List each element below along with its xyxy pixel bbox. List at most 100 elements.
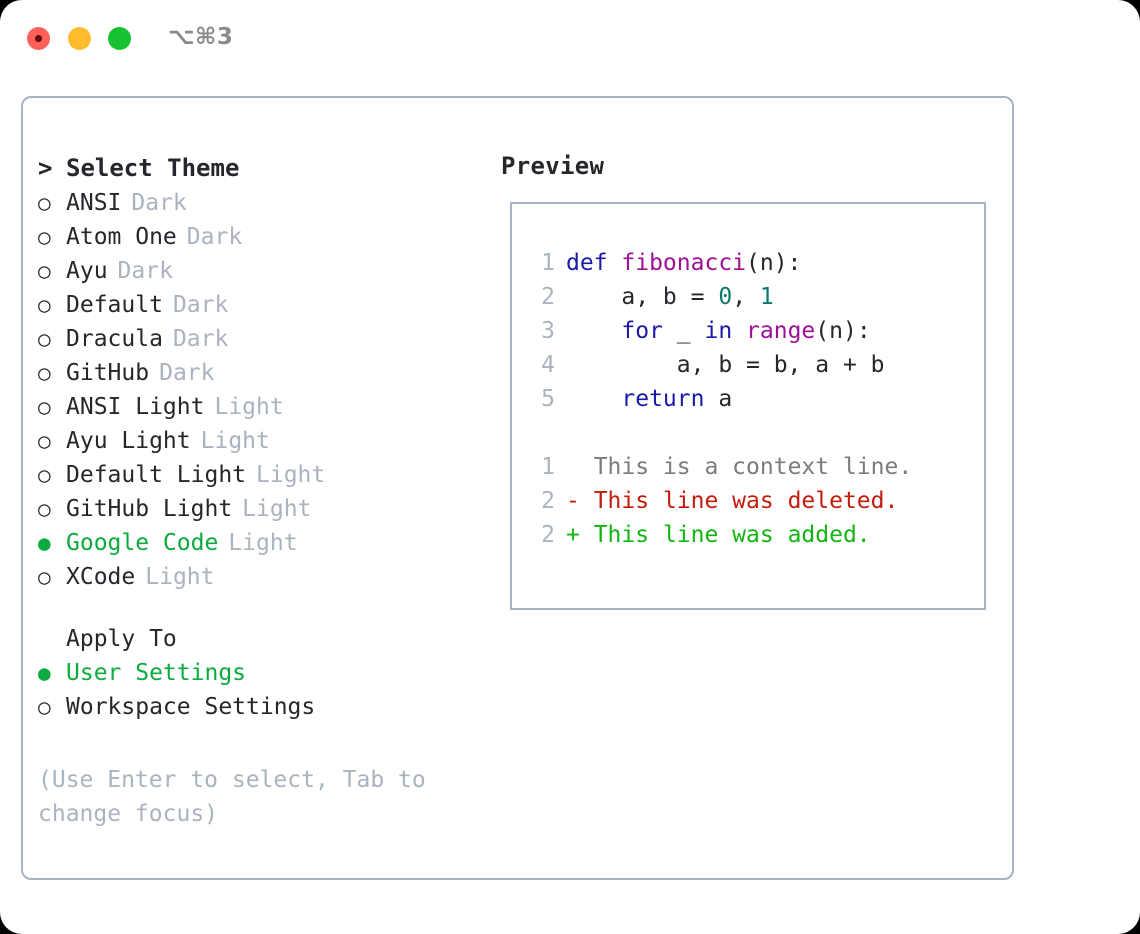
code-token — [732, 314, 746, 348]
code-token: def — [566, 250, 622, 276]
theme-variant-label: Light — [242, 496, 312, 522]
diff-text: This is a context line. — [593, 454, 913, 480]
theme-variant-label: Light — [214, 394, 284, 420]
theme-variant-label: Light — [200, 428, 270, 454]
code-line: 4 a, b = b, a + b — [527, 348, 912, 382]
maximize-window-button[interactable] — [108, 27, 131, 50]
radio-unselected-icon[interactable]: ○ — [38, 361, 51, 385]
code-token: a, b = — [566, 284, 719, 310]
title-bar: ⌥⌘3 — [0, 0, 1140, 78]
theme-name-label: Ayu — [66, 258, 108, 284]
radio-selected-icon[interactable]: ● — [38, 661, 51, 685]
theme-name-label: GitHub — [66, 360, 150, 386]
code-token: (n): — [815, 318, 871, 344]
code-token — [566, 314, 621, 348]
radio-unselected-icon[interactable]: ○ — [38, 395, 51, 419]
theme-variant-label: Dark — [172, 292, 229, 318]
code-token: 1 — [759, 284, 774, 310]
theme-list-item[interactable]: ○ Ayu Dark — [38, 254, 488, 288]
theme-variant-label: Dark — [172, 326, 229, 352]
code-token: return — [621, 386, 705, 412]
radio-unselected-icon[interactable]: ○ — [38, 259, 51, 283]
radio-unselected-icon[interactable]: ○ — [38, 565, 51, 589]
theme-name-label: Default — [66, 292, 163, 318]
apply-to-option-label: User Settings — [66, 660, 247, 686]
theme-name-label: Atom One — [66, 224, 177, 250]
line-number: 3 — [541, 318, 555, 344]
code-token: for — [621, 318, 663, 344]
theme-list-item[interactable]: ○ Ayu Light Light — [38, 424, 488, 458]
radio-selected-icon[interactable]: ● — [38, 531, 51, 555]
code-blank-line — [527, 416, 912, 450]
radio-unselected-icon[interactable]: ○ — [38, 695, 51, 719]
code-token — [566, 382, 621, 416]
theme-name-label: ANSI — [66, 190, 122, 216]
theme-list-item[interactable]: ○ GitHub Light Light — [38, 492, 488, 526]
theme-variant-label: Light — [145, 564, 215, 590]
code-token: a — [704, 386, 733, 412]
theme-name-label: XCode — [66, 564, 136, 590]
theme-name-label: Google Code — [66, 530, 219, 556]
diff-text: This line was deleted. — [593, 488, 899, 514]
line-number: 2 — [541, 522, 555, 548]
theme-variant-label: Dark — [159, 360, 215, 386]
theme-variant-label: Dark — [131, 190, 187, 216]
line-number: 2 — [541, 284, 555, 310]
apply-to-heading-label: Apply To — [66, 626, 177, 652]
diff-line: 2+ This line was added. — [527, 518, 912, 552]
apply-to-marker-placeholder — [38, 622, 66, 656]
theme-variant-label: Dark — [117, 258, 173, 284]
theme-list-item[interactable]: ○ XCode Light — [38, 560, 488, 594]
code-token: a, b = b, a + b — [566, 352, 885, 378]
theme-list-item[interactable]: ○ Default Dark — [38, 288, 488, 322]
line-number: 1 — [541, 250, 555, 276]
close-window-button[interactable] — [27, 27, 50, 50]
radio-unselected-icon[interactable]: ○ — [38, 293, 51, 317]
code-token: , — [732, 284, 760, 310]
diff-marker: + — [566, 522, 594, 548]
window-shortcut-label: ⌥⌘3 — [168, 24, 234, 50]
theme-list-item[interactable]: ○ Atom One Dark — [38, 220, 488, 254]
radio-unselected-icon[interactable]: ○ — [38, 225, 51, 249]
radio-unselected-icon[interactable]: ○ — [38, 463, 51, 487]
code-token: _ — [662, 318, 705, 344]
diff-marker: - — [566, 488, 594, 514]
code-token: 0 — [718, 284, 733, 310]
select-theme-heading: > Select Theme — [38, 150, 488, 186]
apply-to-option[interactable]: ○ Workspace Settings — [38, 690, 488, 724]
radio-unselected-icon[interactable]: ○ — [38, 497, 51, 521]
theme-list-item[interactable]: ○ ANSI Light Light — [38, 390, 488, 424]
code-token: in — [704, 318, 733, 344]
radio-unselected-icon[interactable]: ○ — [38, 327, 51, 351]
apply-to-heading: Apply To — [38, 622, 488, 656]
diff-line: 2- This line was deleted. — [527, 484, 912, 518]
code-line: 5 return a — [527, 382, 912, 416]
code-line: 2 a, b = 0, 1 — [527, 280, 912, 314]
diff-line: 1 This is a context line. — [527, 450, 912, 484]
theme-name-label: Ayu Light — [66, 428, 191, 454]
theme-list-item[interactable]: ○ GitHub Dark — [38, 356, 488, 390]
line-number: 5 — [541, 386, 555, 412]
radio-unselected-icon[interactable]: ○ — [38, 191, 51, 215]
apply-to-option[interactable]: ● User Settings — [38, 656, 488, 690]
minimize-window-button[interactable] — [68, 27, 91, 50]
section-spacer — [38, 594, 488, 622]
apply-to-option-label: Workspace Settings — [66, 694, 316, 720]
prompt-caret-icon: > — [38, 154, 53, 182]
apply-to-option-list: ● User Settings ○ Workspace Settings — [38, 656, 488, 724]
theme-list-item[interactable]: ○ ANSI Dark — [38, 186, 488, 220]
line-number: 4 — [541, 352, 555, 378]
theme-name-label: ANSI Light — [66, 394, 205, 420]
theme-variant-label: Dark — [186, 224, 243, 250]
theme-name-label: GitHub Light — [66, 496, 233, 522]
code-token: (n): — [746, 250, 802, 276]
radio-unselected-icon[interactable]: ○ — [38, 429, 51, 453]
